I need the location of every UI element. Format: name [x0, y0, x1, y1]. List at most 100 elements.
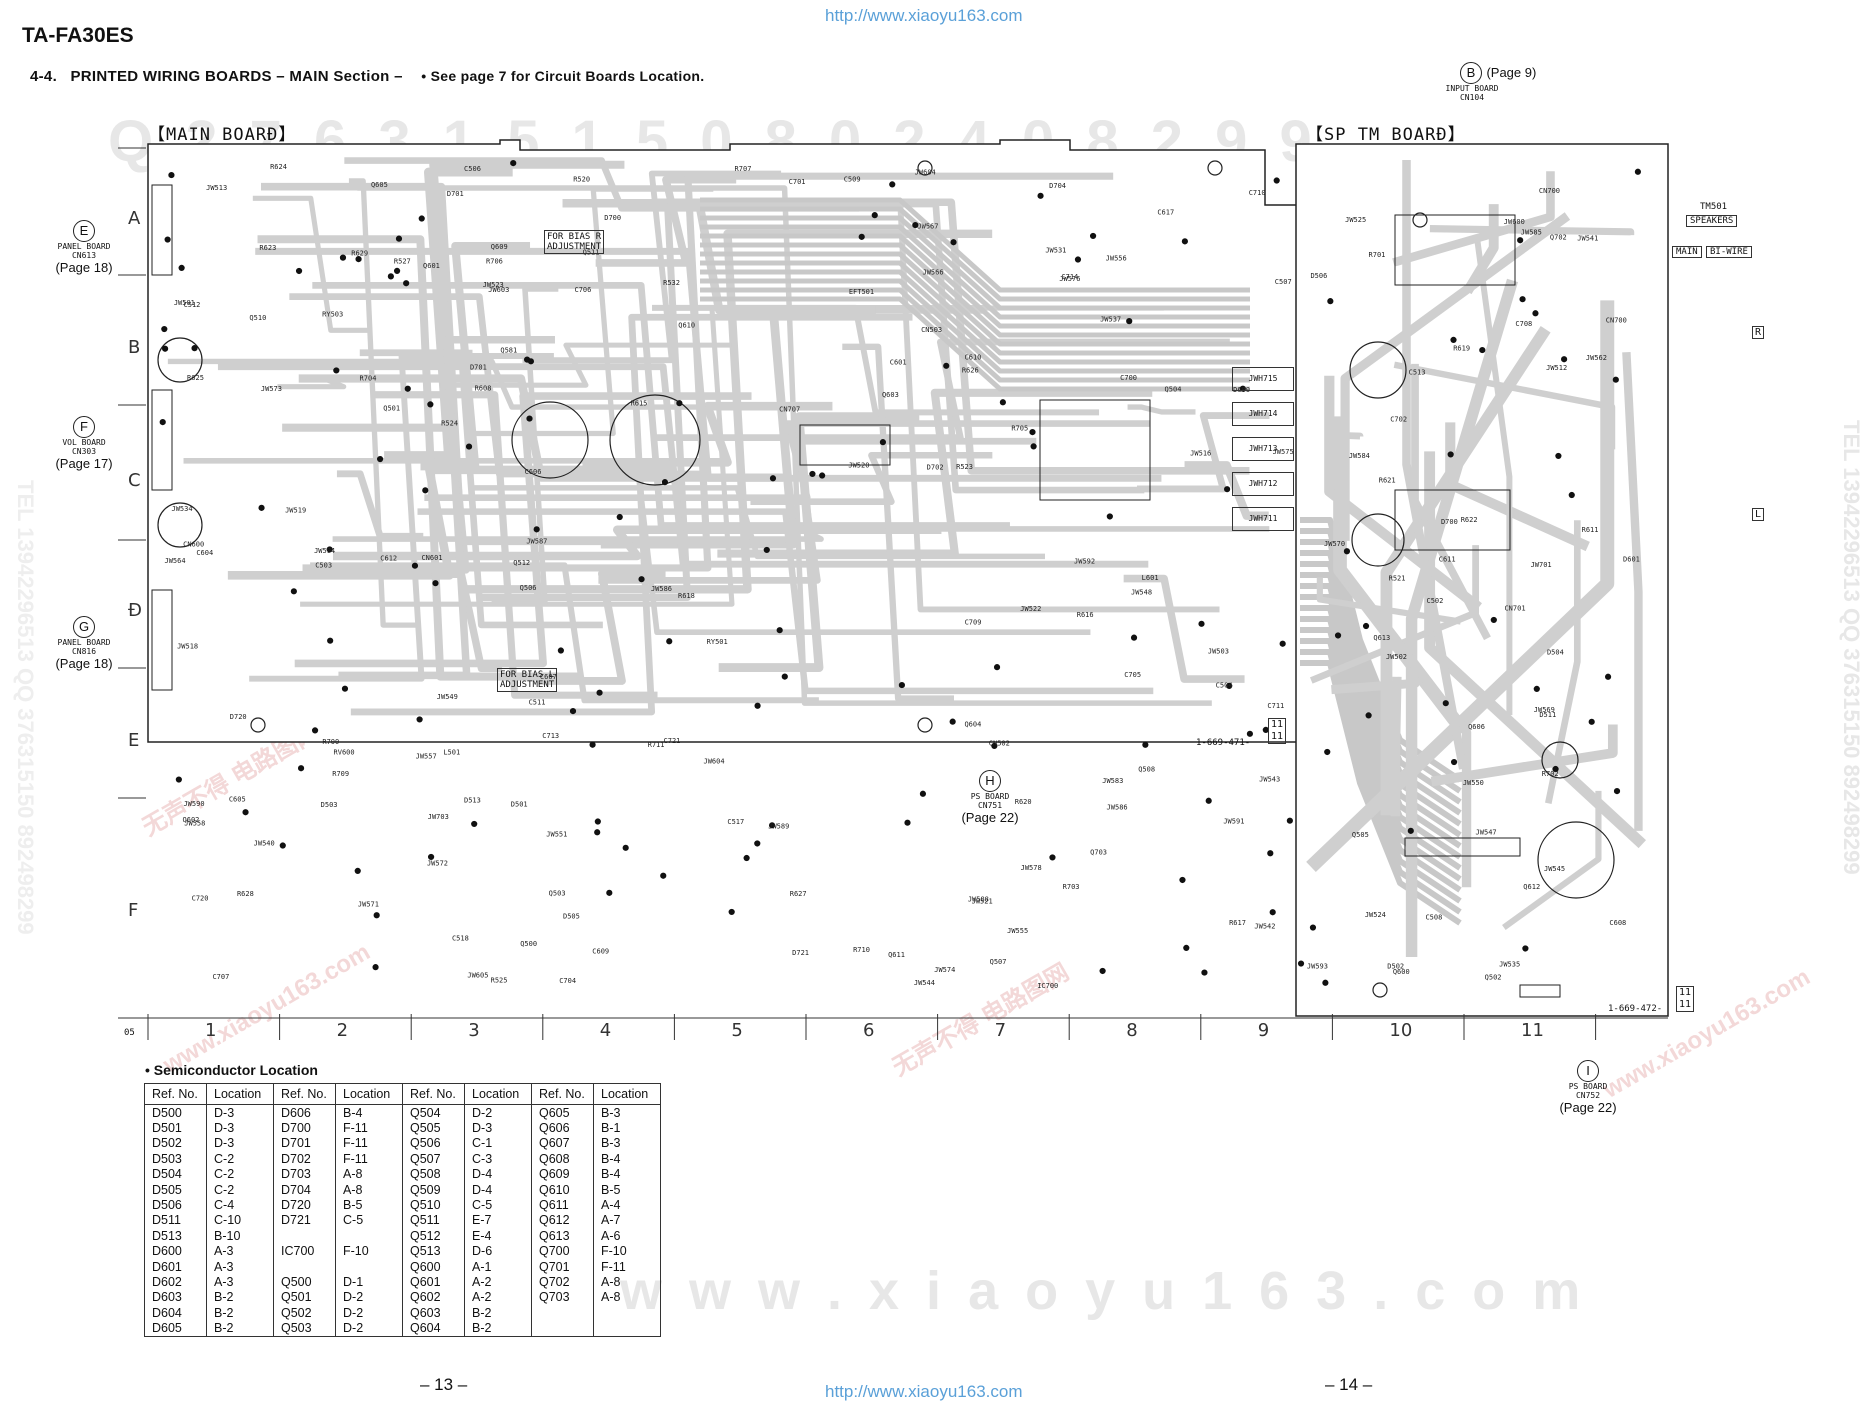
- ref-cell: Q703: [531, 1289, 594, 1306]
- copper-track: [1430, 724, 1618, 787]
- page-number-right: – 14 –: [1325, 1375, 1373, 1394]
- ref-cell: [273, 1258, 336, 1275]
- location-cell: C-5: [335, 1212, 403, 1229]
- ref-cell: D701: [273, 1135, 336, 1152]
- solder-pad: [404, 385, 411, 392]
- part-label: JW558: [184, 820, 205, 828]
- ref-cell: Q504: [402, 1104, 465, 1121]
- part-label: JW591: [1223, 817, 1244, 825]
- mounting-hole: [1412, 212, 1428, 228]
- copper-track: [1123, 574, 1245, 683]
- solder-pad: [1037, 192, 1044, 199]
- part-label: JW557: [416, 753, 437, 761]
- part-label: R521: [1389, 574, 1406, 582]
- copper-track: [440, 342, 732, 388]
- connector-block: [799, 424, 891, 466]
- connector-block: [1039, 399, 1151, 501]
- solder-pad: [395, 235, 403, 242]
- location-cell: A-4: [593, 1197, 661, 1213]
- copper-track: [1340, 212, 1571, 541]
- grid-col-label: 4: [599, 1020, 612, 1041]
- part-label: D505: [563, 912, 580, 920]
- ref-cell: Q506: [402, 1135, 465, 1152]
- part-label: R619: [1453, 344, 1470, 352]
- location-cell: A-8: [335, 1181, 403, 1198]
- copper-track: [700, 251, 1250, 347]
- part-label: CN707: [779, 406, 800, 414]
- part-label: JW592: [1074, 557, 1095, 565]
- ref-cell: Q700: [531, 1243, 594, 1259]
- copper-track: [257, 235, 584, 681]
- solder-pad: [1407, 827, 1414, 834]
- ref-cell: [531, 1305, 594, 1321]
- location-cell: C-2: [206, 1166, 274, 1182]
- part-label: R524: [441, 419, 458, 427]
- copper-track: [183, 457, 1091, 636]
- solder-pad: [776, 627, 783, 634]
- copper-track: [700, 269, 1250, 365]
- location-cell: F-11: [593, 1258, 661, 1275]
- solder-pad: [326, 546, 333, 553]
- copper-track: [249, 353, 554, 682]
- footer-url[interactable]: http://www.xiaoyu163.com: [825, 1382, 1023, 1401]
- solder-pad: [242, 809, 249, 816]
- solder-pad: [354, 867, 361, 874]
- part-label: JW573: [261, 385, 282, 393]
- solder-pad: [393, 267, 401, 274]
- part-label: JW543: [1259, 776, 1280, 784]
- part-label: JW585: [1521, 228, 1542, 236]
- connector-f-letter: F: [73, 416, 95, 438]
- part-label: Q611: [888, 951, 905, 959]
- location-cell: E-4: [464, 1228, 532, 1244]
- location-cell: D-2: [335, 1320, 403, 1337]
- part-label: R702: [1542, 770, 1559, 778]
- part-label: Q501: [383, 404, 400, 412]
- part-label: C513: [1409, 368, 1426, 376]
- part-label: Q503: [549, 889, 566, 897]
- part-label: JW586: [1107, 804, 1128, 812]
- solder-pad: [1106, 513, 1113, 520]
- part-label: R523: [956, 463, 973, 471]
- solder-pad: [569, 708, 577, 715]
- part-label: C506: [464, 165, 481, 173]
- watermark-side: TEL 13942296513 QQ 376315150 892498299: [1839, 420, 1864, 875]
- solder-pad: [1181, 238, 1188, 245]
- location-cell: F-11: [335, 1135, 403, 1152]
- location-cell: B-5: [593, 1181, 661, 1198]
- part-label: C707: [212, 973, 229, 981]
- solder-pad: [279, 842, 286, 849]
- solder-pad: [1286, 817, 1293, 824]
- ref-cell: Q602: [402, 1289, 465, 1306]
- part-label: Q502: [1485, 973, 1502, 981]
- connector-g-letter: G: [73, 616, 95, 638]
- col-header: Location: [464, 1083, 532, 1105]
- location-cell: F-11: [335, 1151, 403, 1167]
- solder-pad: [1198, 620, 1205, 627]
- solder-pad: [1089, 232, 1097, 240]
- part-label: JW555: [1007, 927, 1028, 935]
- location-cell: [335, 1228, 403, 1244]
- copper-track: [582, 401, 833, 467]
- connector-i-letter: I: [1577, 1060, 1599, 1082]
- solder-pad: [1613, 787, 1621, 795]
- connector-block: [151, 589, 173, 691]
- solder-pad: [919, 790, 927, 797]
- solder-pad: [418, 215, 425, 222]
- part-label: D503: [321, 801, 338, 809]
- part-label: JW550: [1463, 779, 1484, 787]
- copper-track: [1402, 160, 1468, 770]
- part-label: C700: [1120, 374, 1137, 382]
- location-cell: B-3: [593, 1104, 661, 1121]
- jwh-block: JWH711: [1232, 507, 1294, 531]
- header-url[interactable]: http://www.xiaoyu163.com: [825, 6, 1023, 25]
- copper-track: [1184, 461, 1269, 520]
- solder-pad: [666, 638, 673, 645]
